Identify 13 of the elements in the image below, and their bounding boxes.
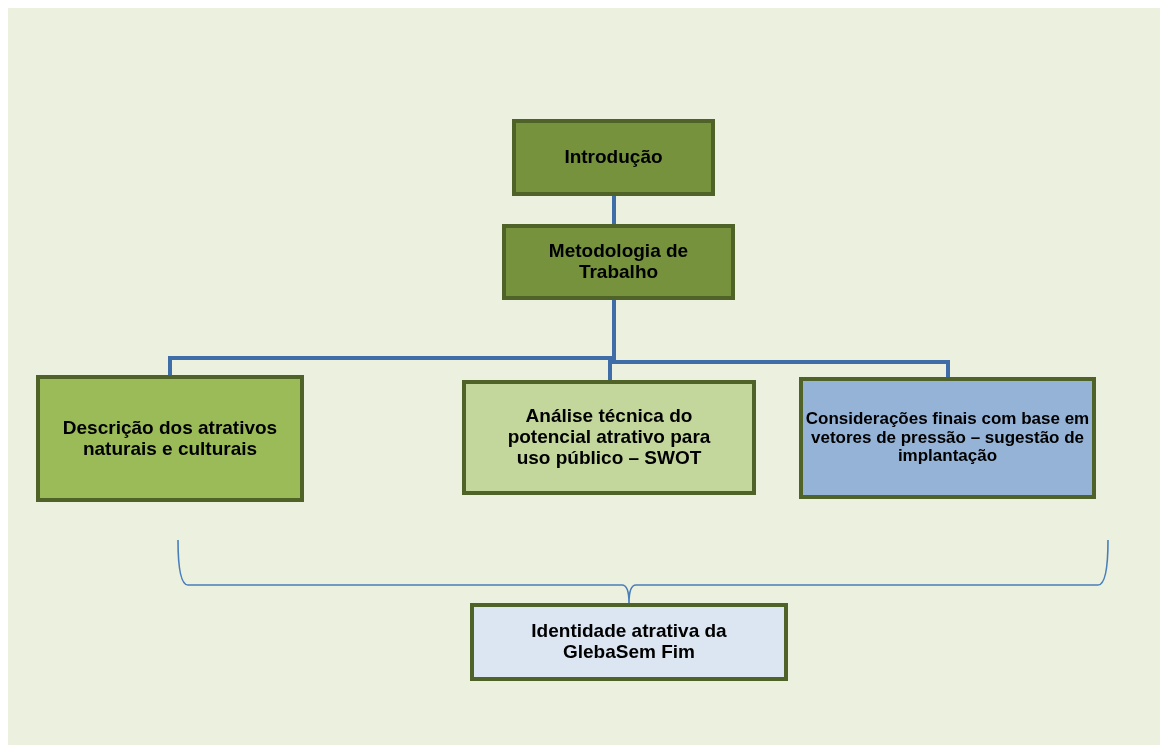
process-box <box>36 375 304 502</box>
connector-line <box>612 196 616 224</box>
process-box <box>502 224 735 300</box>
process-box <box>462 380 756 495</box>
process-box <box>799 377 1096 499</box>
box-label: Descrição dos atrativos naturais e culturais <box>61 417 279 460</box>
process-box <box>470 603 788 681</box>
box-label: Análise técnica do potencial atrativo para uso público – SWOT <box>506 406 712 469</box>
box-label: Metodologia de Trabalho <box>547 241 690 283</box>
process-box <box>512 119 715 196</box>
box-label: Introdução <box>564 147 663 168</box>
box-label: Identidade atrativa da GlebaSem Fim <box>530 621 728 663</box>
box-label: Considerações finais com base em vetores de pressão – sugestão de implantação <box>805 409 1090 467</box>
